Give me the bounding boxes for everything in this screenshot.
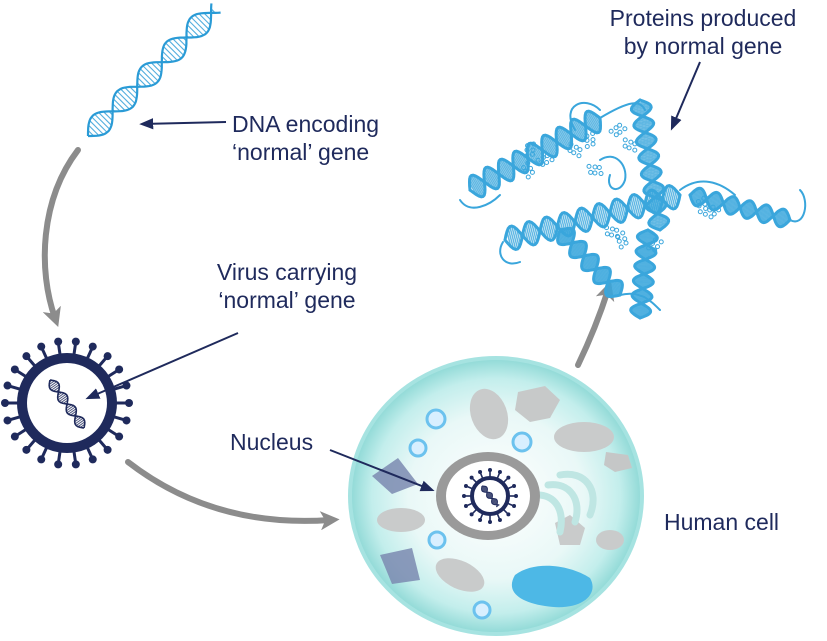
proteins-label-line2: by normal gene bbox=[580, 32, 826, 60]
dna-label-line1: DNA encoding bbox=[232, 110, 379, 138]
pointer-dna bbox=[142, 122, 226, 124]
virus-label-line1: Virus carrying bbox=[192, 258, 382, 286]
virus-label-line2: ‘normal’ gene bbox=[192, 286, 382, 314]
nucleus bbox=[436, 452, 540, 540]
virus-label: Virus carrying ‘normal’ gene bbox=[192, 258, 382, 314]
virus-particle-icon bbox=[1, 338, 133, 469]
protein-structure-icon bbox=[460, 100, 805, 318]
arrow-virus-to-cell bbox=[128, 462, 330, 521]
dna-double-helix-icon bbox=[88, 3, 221, 136]
nucleus-label: Nucleus bbox=[230, 428, 313, 456]
human-cell-icon bbox=[350, 358, 642, 634]
dna-label-line2: ‘normal’ gene bbox=[232, 138, 379, 166]
pointer-proteins bbox=[672, 62, 700, 128]
pointer-virus bbox=[88, 333, 238, 398]
dna-label: DNA encoding ‘normal’ gene bbox=[232, 110, 379, 166]
proteins-label: Proteins produced by normal gene bbox=[580, 4, 826, 60]
human-cell-label: Human cell bbox=[664, 508, 779, 536]
arrow-dna-to-virus bbox=[45, 150, 78, 318]
arrow-cell-to-proteins bbox=[578, 290, 608, 365]
proteins-label-line1: Proteins produced bbox=[580, 4, 826, 32]
